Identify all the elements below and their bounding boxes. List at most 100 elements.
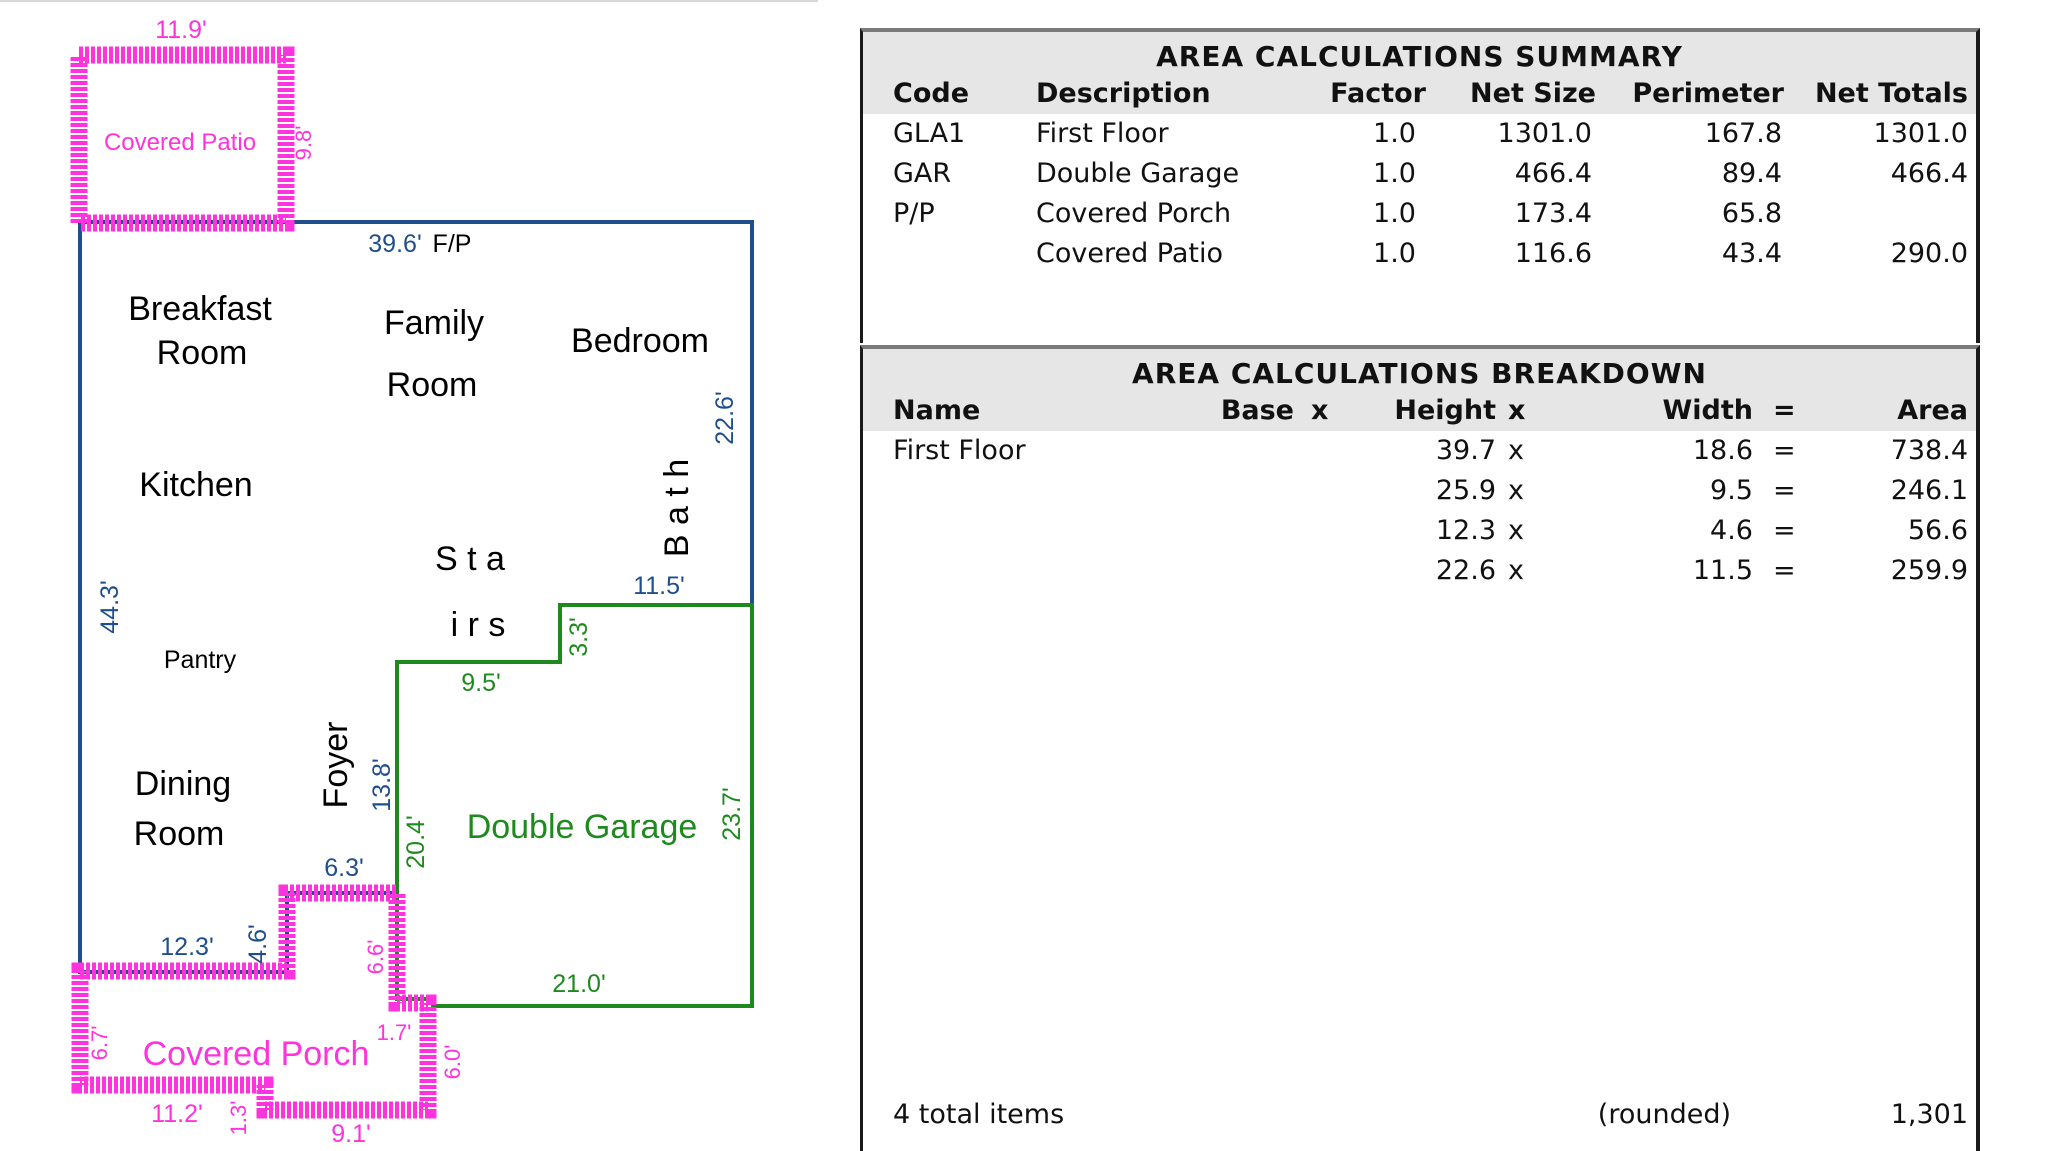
summary-code: GLA1 (893, 118, 966, 149)
dim-porch-left: 6.7' (87, 1026, 112, 1061)
breakdown-row: 12.3 x 4.6 = 56.6 (863, 511, 1976, 551)
breakdown-row: 25.9 x 9.5 = 246.1 (863, 471, 1976, 511)
breakdown-height: 25.9 (1435, 475, 1496, 506)
room-covered-porch: Covered Porch (143, 1035, 370, 1073)
summary-title: AREA CALCULATIONS SUMMARY (1156, 40, 1683, 73)
col-code: Code (893, 78, 970, 109)
dim-garage-right: 23.7' (718, 787, 746, 840)
summary-rows: GLA1 First Floor 1.0 1301.0 167.8 1301.0… (863, 114, 1976, 274)
dim-patio-top: 11.9' (155, 16, 207, 44)
garage-outline (395, 603, 754, 1008)
dim-porch-notch: 6.6' (363, 940, 388, 975)
dim-porch-right-small: 1.7' (377, 1020, 412, 1045)
summary-perimeter: 43.4 (1721, 238, 1782, 269)
breakdown-width: 4.6 (1710, 515, 1753, 546)
room-foyer: Foyer (317, 722, 355, 809)
room-pantry: Pantry (164, 646, 237, 674)
summary-code: P/P (893, 198, 935, 229)
breakdown-area: 56.6 (1907, 515, 1968, 546)
room-dining-line2: Room (134, 815, 225, 853)
breakdown-height: 12.3 (1435, 515, 1496, 546)
area-summary-panel: AREA CALCULATIONS SUMMARY Code Descripti… (860, 28, 1980, 343)
breakdown-rows: First Floor 39.7 x 18.6 = 738.4 25.9 x 9… (863, 431, 1976, 591)
room-breakfast-line2: Room (157, 334, 248, 372)
dim-porch-bottom-right: 9.1' (331, 1120, 371, 1148)
covered-porch-outline (71, 884, 437, 1119)
summary-row: GAR Double Garage 1.0 466.4 89.4 466.4 (863, 154, 1976, 194)
breakdown-height: 39.7 (1435, 435, 1496, 466)
room-kitchen: Kitchen (139, 466, 252, 504)
rounded-note: (rounded) (1597, 1099, 1731, 1130)
breakdown-equals: = (1773, 515, 1796, 546)
breakdown-times: x (1508, 515, 1524, 546)
breakdown-width: 11.5 (1692, 555, 1753, 586)
room-dining-line1: Dining (135, 765, 231, 803)
col-net-size: Net Size (1470, 78, 1596, 109)
breakdown-equals: = (1773, 475, 1796, 506)
summary-description: Covered Patio (1036, 238, 1224, 269)
summary-row: P/P Covered Porch 1.0 173.4 65.8 (863, 194, 1976, 234)
dim-bath-right: 22.6' (711, 391, 739, 444)
breakdown-times: x (1508, 475, 1524, 506)
col-net-totals: Net Totals (1814, 78, 1968, 109)
dim-garage-bottom: 21.0' (552, 970, 605, 998)
summary-net-total: 290.0 (1890, 238, 1968, 269)
summary-net-size: 466.4 (1514, 158, 1592, 189)
breakdown-header: AREA CALCULATIONS BREAKDOWN Name Base x … (863, 349, 1976, 431)
breakdown-row: First Floor 39.7 x 18.6 = 738.4 (863, 431, 1976, 471)
summary-perimeter: 167.8 (1704, 118, 1782, 149)
room-stairs-line1: S t a (435, 540, 505, 578)
room-covered-patio: Covered Patio (104, 129, 256, 156)
summary-description: First Floor (1036, 118, 1169, 149)
label-fp: F/P (433, 230, 472, 258)
col-perimeter: Perimeter (1632, 78, 1784, 109)
dim-floor-top: 39.6' (368, 230, 421, 258)
room-bath: B a t h (658, 459, 696, 557)
breakdown-area: 246.1 (1890, 475, 1968, 506)
dim-garage-left: 20.4' (402, 815, 430, 868)
summary-factor: 1.0 (1373, 238, 1416, 269)
breakdown-column-headers: Name Base x Height x Width = Area (863, 391, 1976, 431)
dim-porch-bottom-notch: 1.3' (226, 1101, 251, 1136)
summary-row: GLA1 First Floor 1.0 1301.0 167.8 1301.0 (863, 114, 1976, 154)
summary-header: AREA CALCULATIONS SUMMARY Code Descripti… (863, 32, 1976, 114)
dim-garage-step-vertical: 3.3' (565, 617, 593, 657)
room-stairs-line2: i r s (451, 606, 506, 644)
col-height: Height (1394, 395, 1496, 426)
col-base: Base (1220, 395, 1294, 426)
breakdown-footer: 4 total items (rounded) 1,301 (863, 1095, 1976, 1135)
room-breakfast-line1: Breakfast (128, 290, 272, 328)
room-family-line1: Family (384, 304, 484, 342)
breakdown-times: x (1508, 435, 1524, 466)
room-family-line2: Room (387, 366, 478, 404)
summary-net-size: 173.4 (1514, 198, 1592, 229)
col-factor: Factor (1330, 78, 1426, 109)
summary-factor: 1.0 (1373, 118, 1416, 149)
breakdown-area: 259.9 (1890, 555, 1968, 586)
summary-net-total: 1301.0 (1873, 118, 1968, 149)
area-breakdown-panel: AREA CALCULATIONS BREAKDOWN Name Base x … (860, 345, 1980, 1151)
summary-description: Covered Porch (1036, 198, 1232, 229)
summary-factor: 1.0 (1373, 158, 1416, 189)
breakdown-row: 22.6 x 11.5 = 259.9 (863, 551, 1976, 591)
floor-plan: Breakfast Room Family Room Bedroom Kitch… (0, 0, 818, 1148)
breakdown-width: 9.5 (1710, 475, 1753, 506)
summary-factor: 1.0 (1373, 198, 1416, 229)
summary-row: Covered Patio 1.0 116.6 43.4 290.0 (863, 234, 1976, 274)
col-description: Description (1036, 78, 1211, 109)
dim-foyer-vertical: 13.8' (368, 758, 396, 811)
total-items-count: 4 total items (893, 1099, 1065, 1130)
covered-patio-outline (70, 46, 295, 232)
col-equals: = (1773, 395, 1796, 426)
dim-foyer-bottom: 6.3' (324, 854, 364, 882)
breakdown-equals: = (1773, 435, 1796, 466)
col-width: Width (1662, 395, 1754, 426)
breakdown-equals: = (1773, 555, 1796, 586)
summary-net-size: 116.6 (1514, 238, 1592, 269)
col-name: Name (893, 395, 981, 426)
room-double-garage: Double Garage (467, 808, 698, 846)
dim-left: 44.3' (96, 580, 124, 633)
col-x2: x (1508, 395, 1526, 426)
dim-porch-bottom-left: 11.2' (151, 1100, 203, 1128)
col-x1: x (1311, 395, 1329, 426)
